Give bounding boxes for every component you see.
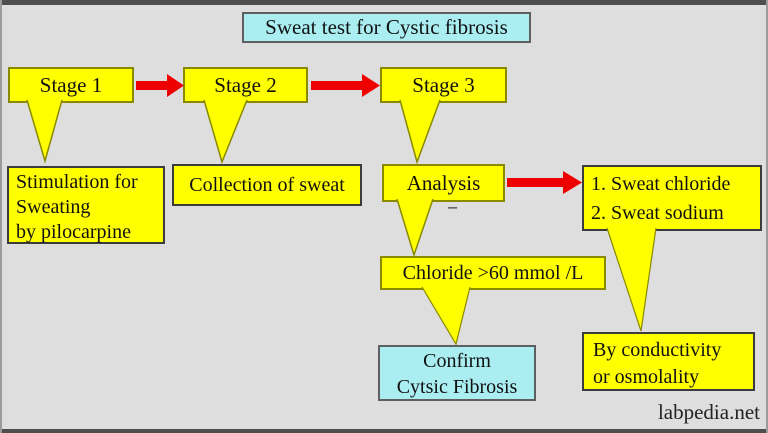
analysis-callout-tail [396, 198, 434, 258]
stage2-box: Stage 2 [183, 67, 308, 103]
method-line-2: or osmolality [593, 366, 700, 388]
frame-right [766, 0, 768, 433]
analytes-line-2: 2. Sweat sodium [591, 202, 724, 224]
stage3-callout-tail [399, 99, 441, 165]
analysis-box: Analysis [382, 164, 505, 202]
confirm-line-2: Cytsic Fibrosis [396, 376, 518, 398]
stage2-label: Stage 2 [214, 73, 277, 97]
analytes-box: 1. Sweat chloride 2. Sweat sodium [582, 165, 762, 231]
stimulation-box: Stimulation for Sweating by pilocarpine [7, 166, 165, 244]
stage3-label: Stage 3 [412, 73, 475, 97]
method-line-1: By conductivity [593, 339, 722, 361]
frame-top [0, 0, 768, 5]
chloride-result-label: Chloride >60 mmol /L [402, 262, 584, 284]
arrow-analysis-to-analytes [507, 171, 582, 194]
stimulation-line-3: by pilocarpine [16, 221, 131, 243]
analytes-callout-tail [606, 227, 657, 332]
chloride-result-box: Chloride >60 mmol /L [380, 256, 606, 290]
arrow-stage2-to-stage3 [311, 74, 380, 97]
analysis-label: Analysis [406, 171, 481, 195]
analytes-line-1: 1. Sweat chloride [591, 173, 731, 195]
stimulation-line-1: Stimulation for [16, 171, 138, 193]
stimulation-line-2: Sweating [16, 196, 91, 218]
frame-left [0, 0, 2, 433]
frame-bottom [0, 429, 768, 433]
stage1-callout-tail [26, 99, 63, 164]
confirm-diagnosis-box: Confirm Cytsic Fibrosis [378, 345, 536, 401]
confirm-line-1: Confirm [423, 350, 491, 372]
diagram-title: Sweat test for Cystic fibrosis [265, 15, 508, 39]
watermark: labpedia.net [657, 400, 760, 424]
stage1-label: Stage 1 [39, 73, 103, 97]
analysis-dash-mark: – [448, 196, 457, 216]
stage1-box: Stage 1 [8, 67, 134, 103]
collection-label: Collection of sweat [189, 174, 345, 196]
arrow-stage1-to-stage2 [136, 74, 184, 97]
stage3-box: Stage 3 [380, 67, 507, 103]
collection-box: Collection of sweat [172, 164, 362, 206]
chloride-callout-tail [421, 286, 471, 346]
method-box: By conductivity or osmolality [582, 332, 755, 391]
stage2-callout-tail [203, 99, 248, 165]
diagram-title-box: Sweat test for Cystic fibrosis [242, 12, 531, 43]
